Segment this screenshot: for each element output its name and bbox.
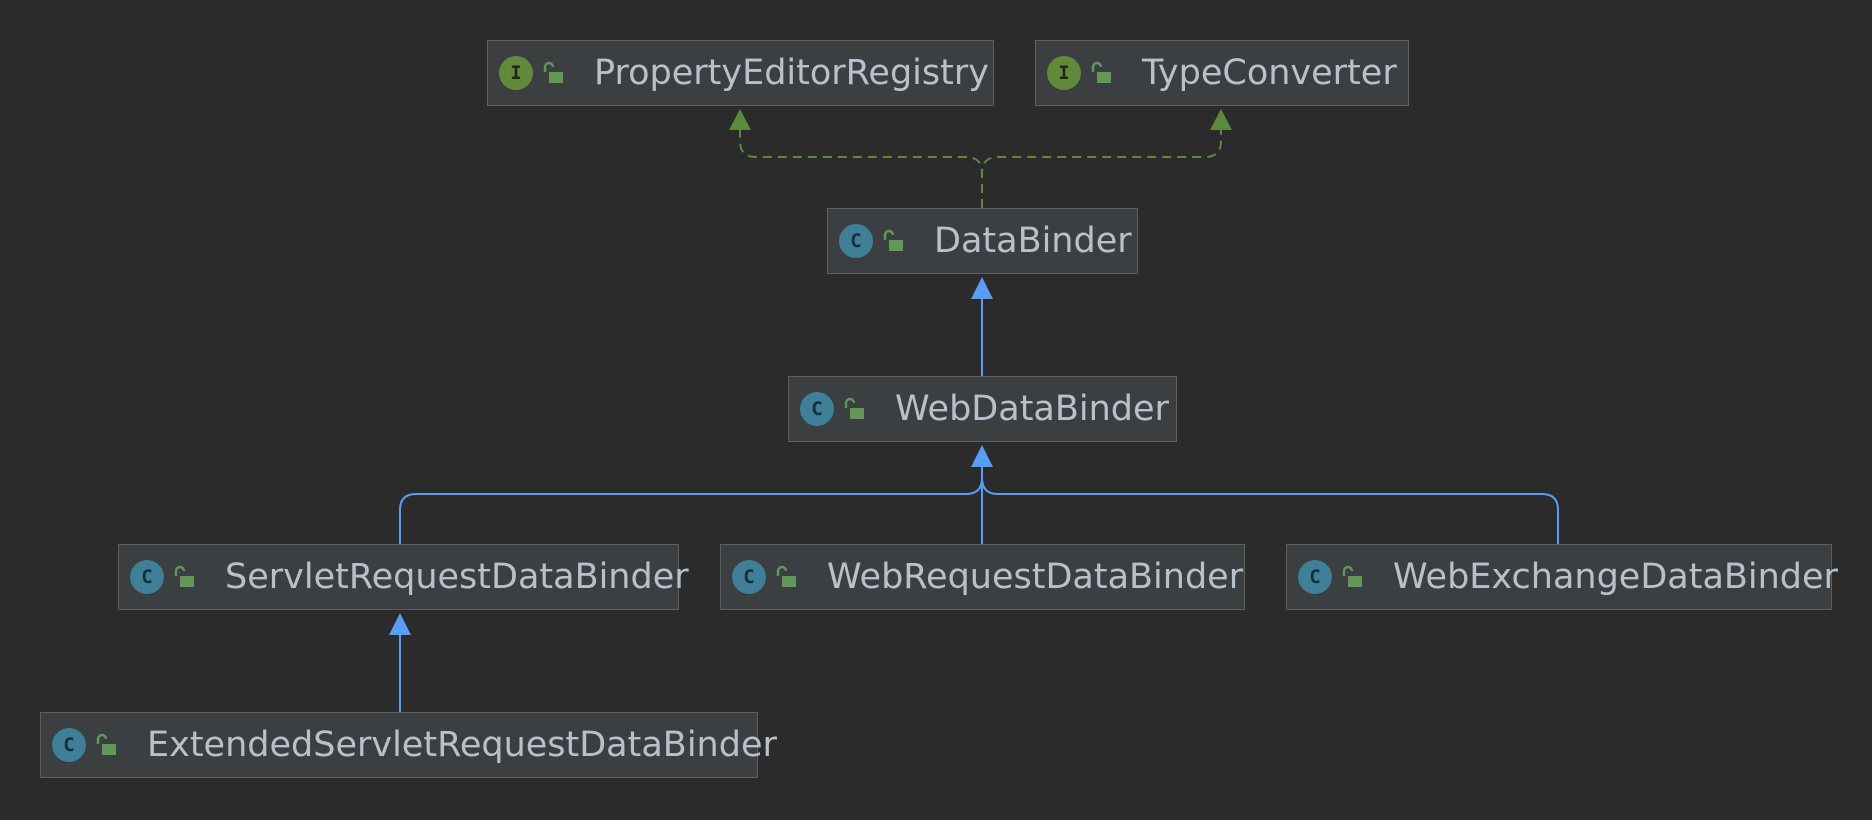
node-web-data-binder[interactable]: C WebDataBinder — [788, 376, 1177, 442]
node-label: PropertyEditorRegistry — [594, 53, 989, 93]
node-type-converter[interactable]: I TypeConverter — [1035, 40, 1409, 106]
node-label: ExtendedServletRequestDataBinder — [147, 725, 777, 765]
node-label: WebRequestDataBinder — [827, 557, 1244, 597]
arrowhead-propertyeditorregistry — [729, 109, 751, 130]
class-icon: C — [130, 560, 164, 594]
edge-databinder-to-propertyeditorregistry — [739, 128, 983, 208]
node-extended-servlet-request-data-binder[interactable]: C ExtendedServletRequestDataBinder — [40, 712, 777, 778]
interface-icon: I — [499, 56, 533, 90]
arrowhead-databinder — [971, 277, 993, 299]
node-data-binder[interactable]: C DataBinder — [827, 208, 1138, 274]
node-web-request-data-binder[interactable]: C WebRequestDataBinder — [720, 544, 1245, 610]
node-property-editor-registry[interactable]: I PropertyEditorRegistry — [487, 40, 994, 106]
unlocked-padlock-icon — [883, 229, 903, 251]
arrowhead-servletrequestdatabinder — [389, 613, 411, 635]
extends-edges — [399, 296, 1559, 712]
node-label: TypeConverter — [1142, 53, 1397, 93]
unlocked-padlock-icon — [1342, 565, 1362, 587]
node-label: DataBinder — [934, 221, 1132, 261]
unlocked-padlock-icon — [1091, 61, 1111, 83]
node-web-exchange-data-binder[interactable]: C WebExchangeDataBinder — [1286, 544, 1838, 610]
unlocked-padlock-icon — [174, 565, 194, 587]
node-servlet-request-data-binder[interactable]: C ServletRequestDataBinder — [118, 544, 689, 610]
unlocked-padlock-icon — [776, 565, 796, 587]
edge-webexchangedatabinder-to-webdatabinder — [981, 464, 1559, 544]
extends-arrowheads — [389, 277, 993, 635]
implements-edges — [739, 128, 1222, 208]
edge-servletrequestdatabinder-to-webdatabinder — [399, 464, 983, 544]
class-icon: C — [732, 560, 766, 594]
class-icon: C — [1298, 560, 1332, 594]
node-label: ServletRequestDataBinder — [225, 557, 689, 597]
implements-arrowheads — [729, 109, 1232, 130]
node-label: WebDataBinder — [895, 389, 1169, 429]
unlocked-padlock-icon — [543, 61, 563, 83]
class-icon: C — [839, 224, 873, 258]
arrowhead-webdatabinder — [971, 445, 993, 467]
class-icon: C — [800, 392, 834, 426]
unlocked-padlock-icon — [96, 733, 116, 755]
unlocked-padlock-icon — [844, 397, 864, 419]
node-label: WebExchangeDataBinder — [1393, 557, 1838, 597]
class-icon: C — [52, 728, 86, 762]
edge-databinder-to-typeconverter — [981, 128, 1222, 208]
arrowhead-typeconverter — [1210, 109, 1232, 130]
interface-icon: I — [1047, 56, 1081, 90]
